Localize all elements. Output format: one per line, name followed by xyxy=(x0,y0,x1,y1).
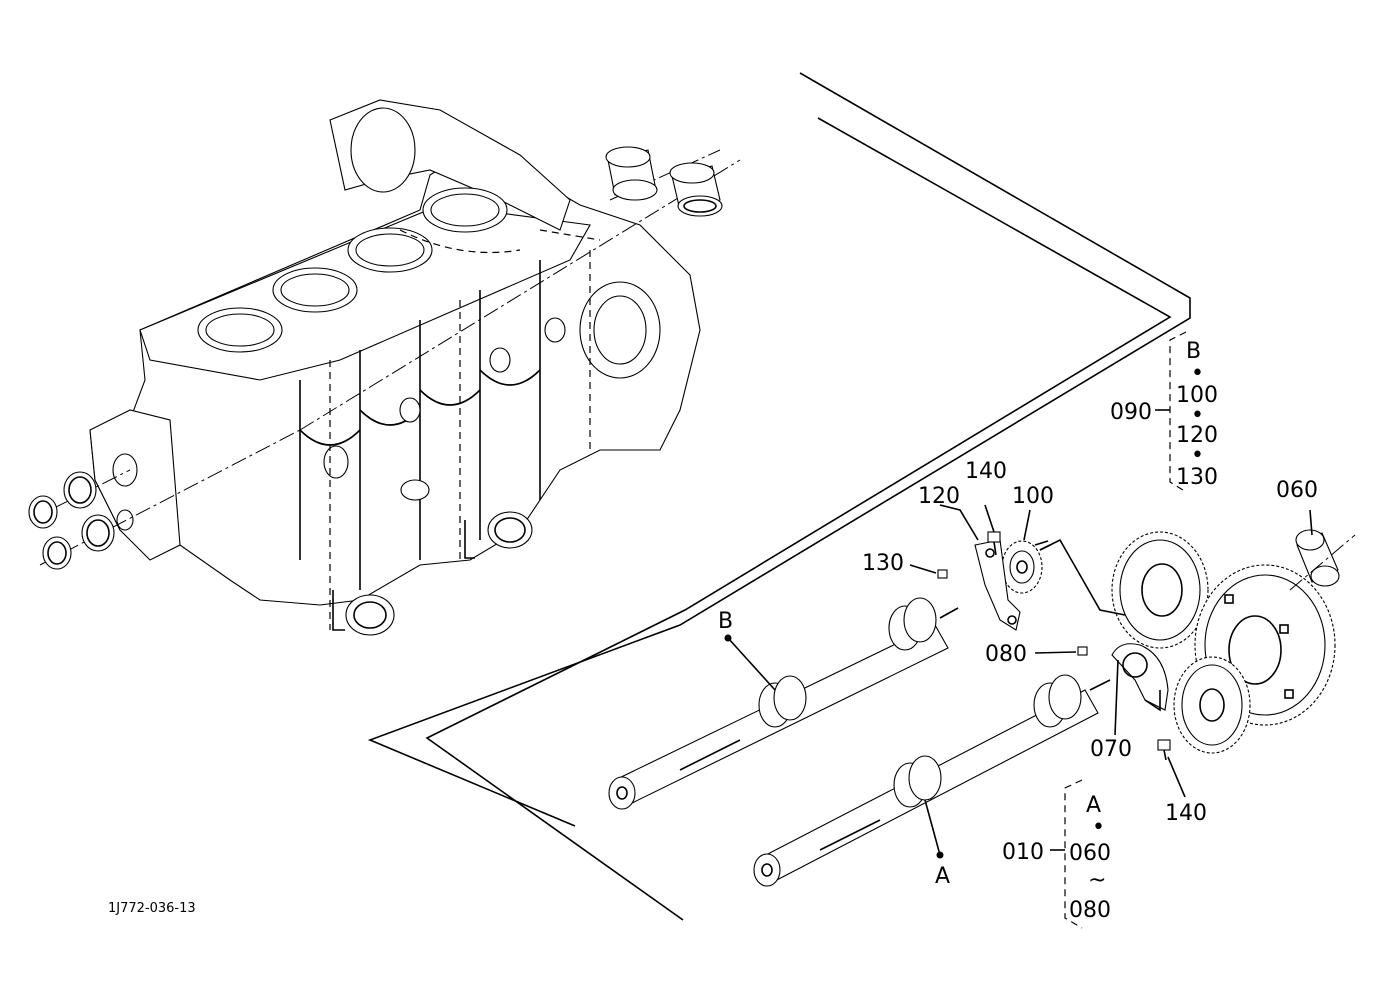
bushing-front-4 xyxy=(81,514,115,552)
thrust-plate-070 xyxy=(1111,643,1169,712)
callout-140-bottom: 140 xyxy=(1165,801,1207,826)
shaft-b-label: B xyxy=(718,609,733,634)
bushing-bottom-1 xyxy=(464,511,533,559)
cam-gear-lower xyxy=(1173,656,1251,754)
assembly-a-part2: 080 xyxy=(1069,898,1111,923)
bushing-top-left xyxy=(605,146,658,201)
callout-080: 080 xyxy=(985,642,1027,667)
key-130 xyxy=(937,569,948,579)
assembly-b-sep3: • xyxy=(1191,443,1204,468)
callout-130: 130 xyxy=(862,551,904,576)
bracket-assembly-b xyxy=(1155,331,1187,493)
bracket-assembly-a xyxy=(1050,779,1083,929)
shaft-a xyxy=(753,674,1111,887)
bushing-front-3 xyxy=(42,536,72,570)
assembly-b-part2: 120 xyxy=(1176,423,1218,448)
idler-gear-100 xyxy=(1001,540,1043,594)
bushing-top-right xyxy=(669,162,723,217)
assembly-b-sep1: • xyxy=(1191,361,1204,386)
assembly-a-sep2: ~ xyxy=(1088,868,1106,893)
callout-060: 060 xyxy=(1276,478,1318,503)
callout-070: 070 xyxy=(1090,737,1132,762)
camshaft-bushings xyxy=(28,146,723,636)
assembly-b-part1: 100 xyxy=(1176,383,1218,408)
bushing-front-1 xyxy=(28,495,58,529)
cylinder-block xyxy=(89,99,701,630)
assembly-a-ref: 010 xyxy=(1002,840,1044,865)
cam-gear-upper xyxy=(1111,531,1209,649)
drawing-code: 1J772-036-13 xyxy=(108,901,196,916)
key-080 xyxy=(1077,646,1088,656)
retainer-plate-120 xyxy=(974,539,1021,631)
crank-gear-060 xyxy=(1289,529,1356,591)
assembly-a-letter: A xyxy=(1086,793,1101,818)
callout-120: 120 xyxy=(918,484,960,509)
assembly-b-sep2: • xyxy=(1191,403,1204,428)
leader-lines xyxy=(724,504,1313,859)
bushing-front-2 xyxy=(63,471,97,509)
assembly-b-ref: 090 xyxy=(1110,400,1152,425)
assembly-b-part3: 130 xyxy=(1176,465,1218,490)
bushing-bottom-2 xyxy=(332,590,395,636)
assembly-b-letter: B xyxy=(1186,339,1201,364)
assembly-a-sep1: • xyxy=(1092,815,1105,840)
callout-140-top: 140 xyxy=(965,459,1007,484)
assembly-a-part1: 060 xyxy=(1069,841,1111,866)
reference-frame-outer xyxy=(367,72,1191,921)
shaft-a-label: A xyxy=(935,864,950,889)
bolt-140-bottom xyxy=(1157,739,1171,761)
shaft-b xyxy=(608,597,959,810)
callout-100: 100 xyxy=(1012,484,1054,509)
